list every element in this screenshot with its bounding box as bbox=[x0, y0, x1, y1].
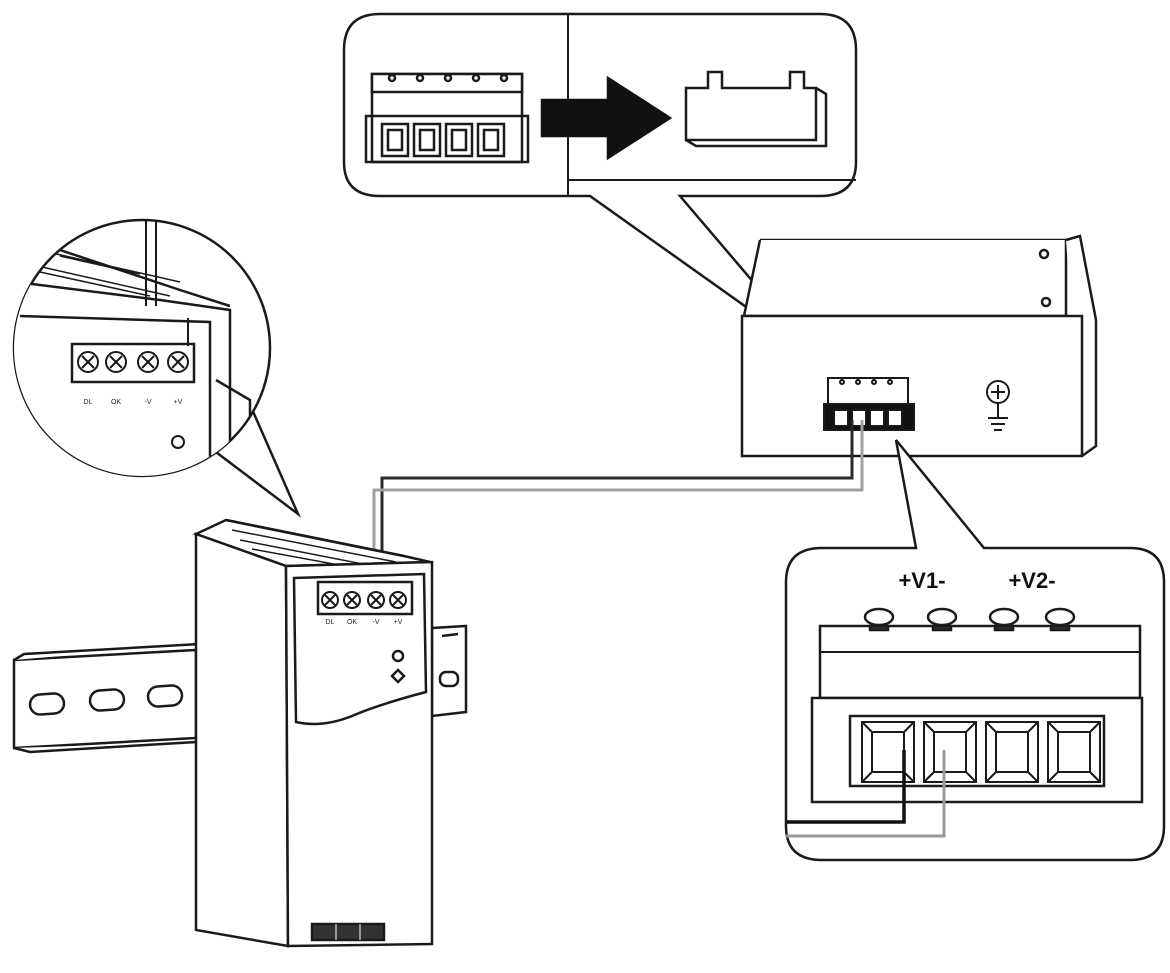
zoom-label-minus-v: -V bbox=[145, 399, 152, 406]
wire-positive bbox=[372, 420, 864, 560]
powered-device bbox=[740, 234, 1098, 458]
wires bbox=[372, 420, 864, 560]
zoom-callout: DL OK -V +V bbox=[12, 218, 302, 518]
screw-terminal-icon bbox=[321, 591, 407, 609]
callout-plug bbox=[364, 72, 530, 164]
adjust-knob-icon bbox=[390, 668, 406, 684]
ps-label-minus-v: -V bbox=[373, 619, 380, 626]
insert-arrow-icon bbox=[540, 75, 673, 161]
device-terminal-plug bbox=[823, 377, 915, 431]
ps-label-plus-v: +V bbox=[394, 619, 403, 626]
ground-symbol-icon bbox=[986, 380, 1010, 431]
ps-label-dl: DL bbox=[326, 619, 335, 626]
insertion-callout bbox=[342, 12, 858, 360]
wire-negative bbox=[380, 420, 854, 558]
din-rail bbox=[12, 624, 468, 754]
callout-wire-positive bbox=[786, 750, 946, 838]
terminal-callout bbox=[784, 439, 1166, 862]
zoom-label-ok: OK bbox=[111, 399, 121, 406]
callout-wire-negative bbox=[786, 750, 906, 824]
channel-label-v2: +V2- bbox=[1008, 568, 1055, 593]
zoom-label-plus-v: +V bbox=[174, 399, 183, 406]
ps-label-ok: OK bbox=[347, 619, 357, 626]
led-indicator-icon bbox=[391, 649, 405, 663]
zoom-label-dl: DL bbox=[84, 399, 93, 406]
ps-terminal-labels: DL OK -V +V bbox=[326, 619, 403, 626]
callout-socket bbox=[684, 70, 828, 148]
channel-label-v1: +V1- bbox=[898, 568, 945, 593]
din-rail-power-supply bbox=[192, 518, 434, 948]
